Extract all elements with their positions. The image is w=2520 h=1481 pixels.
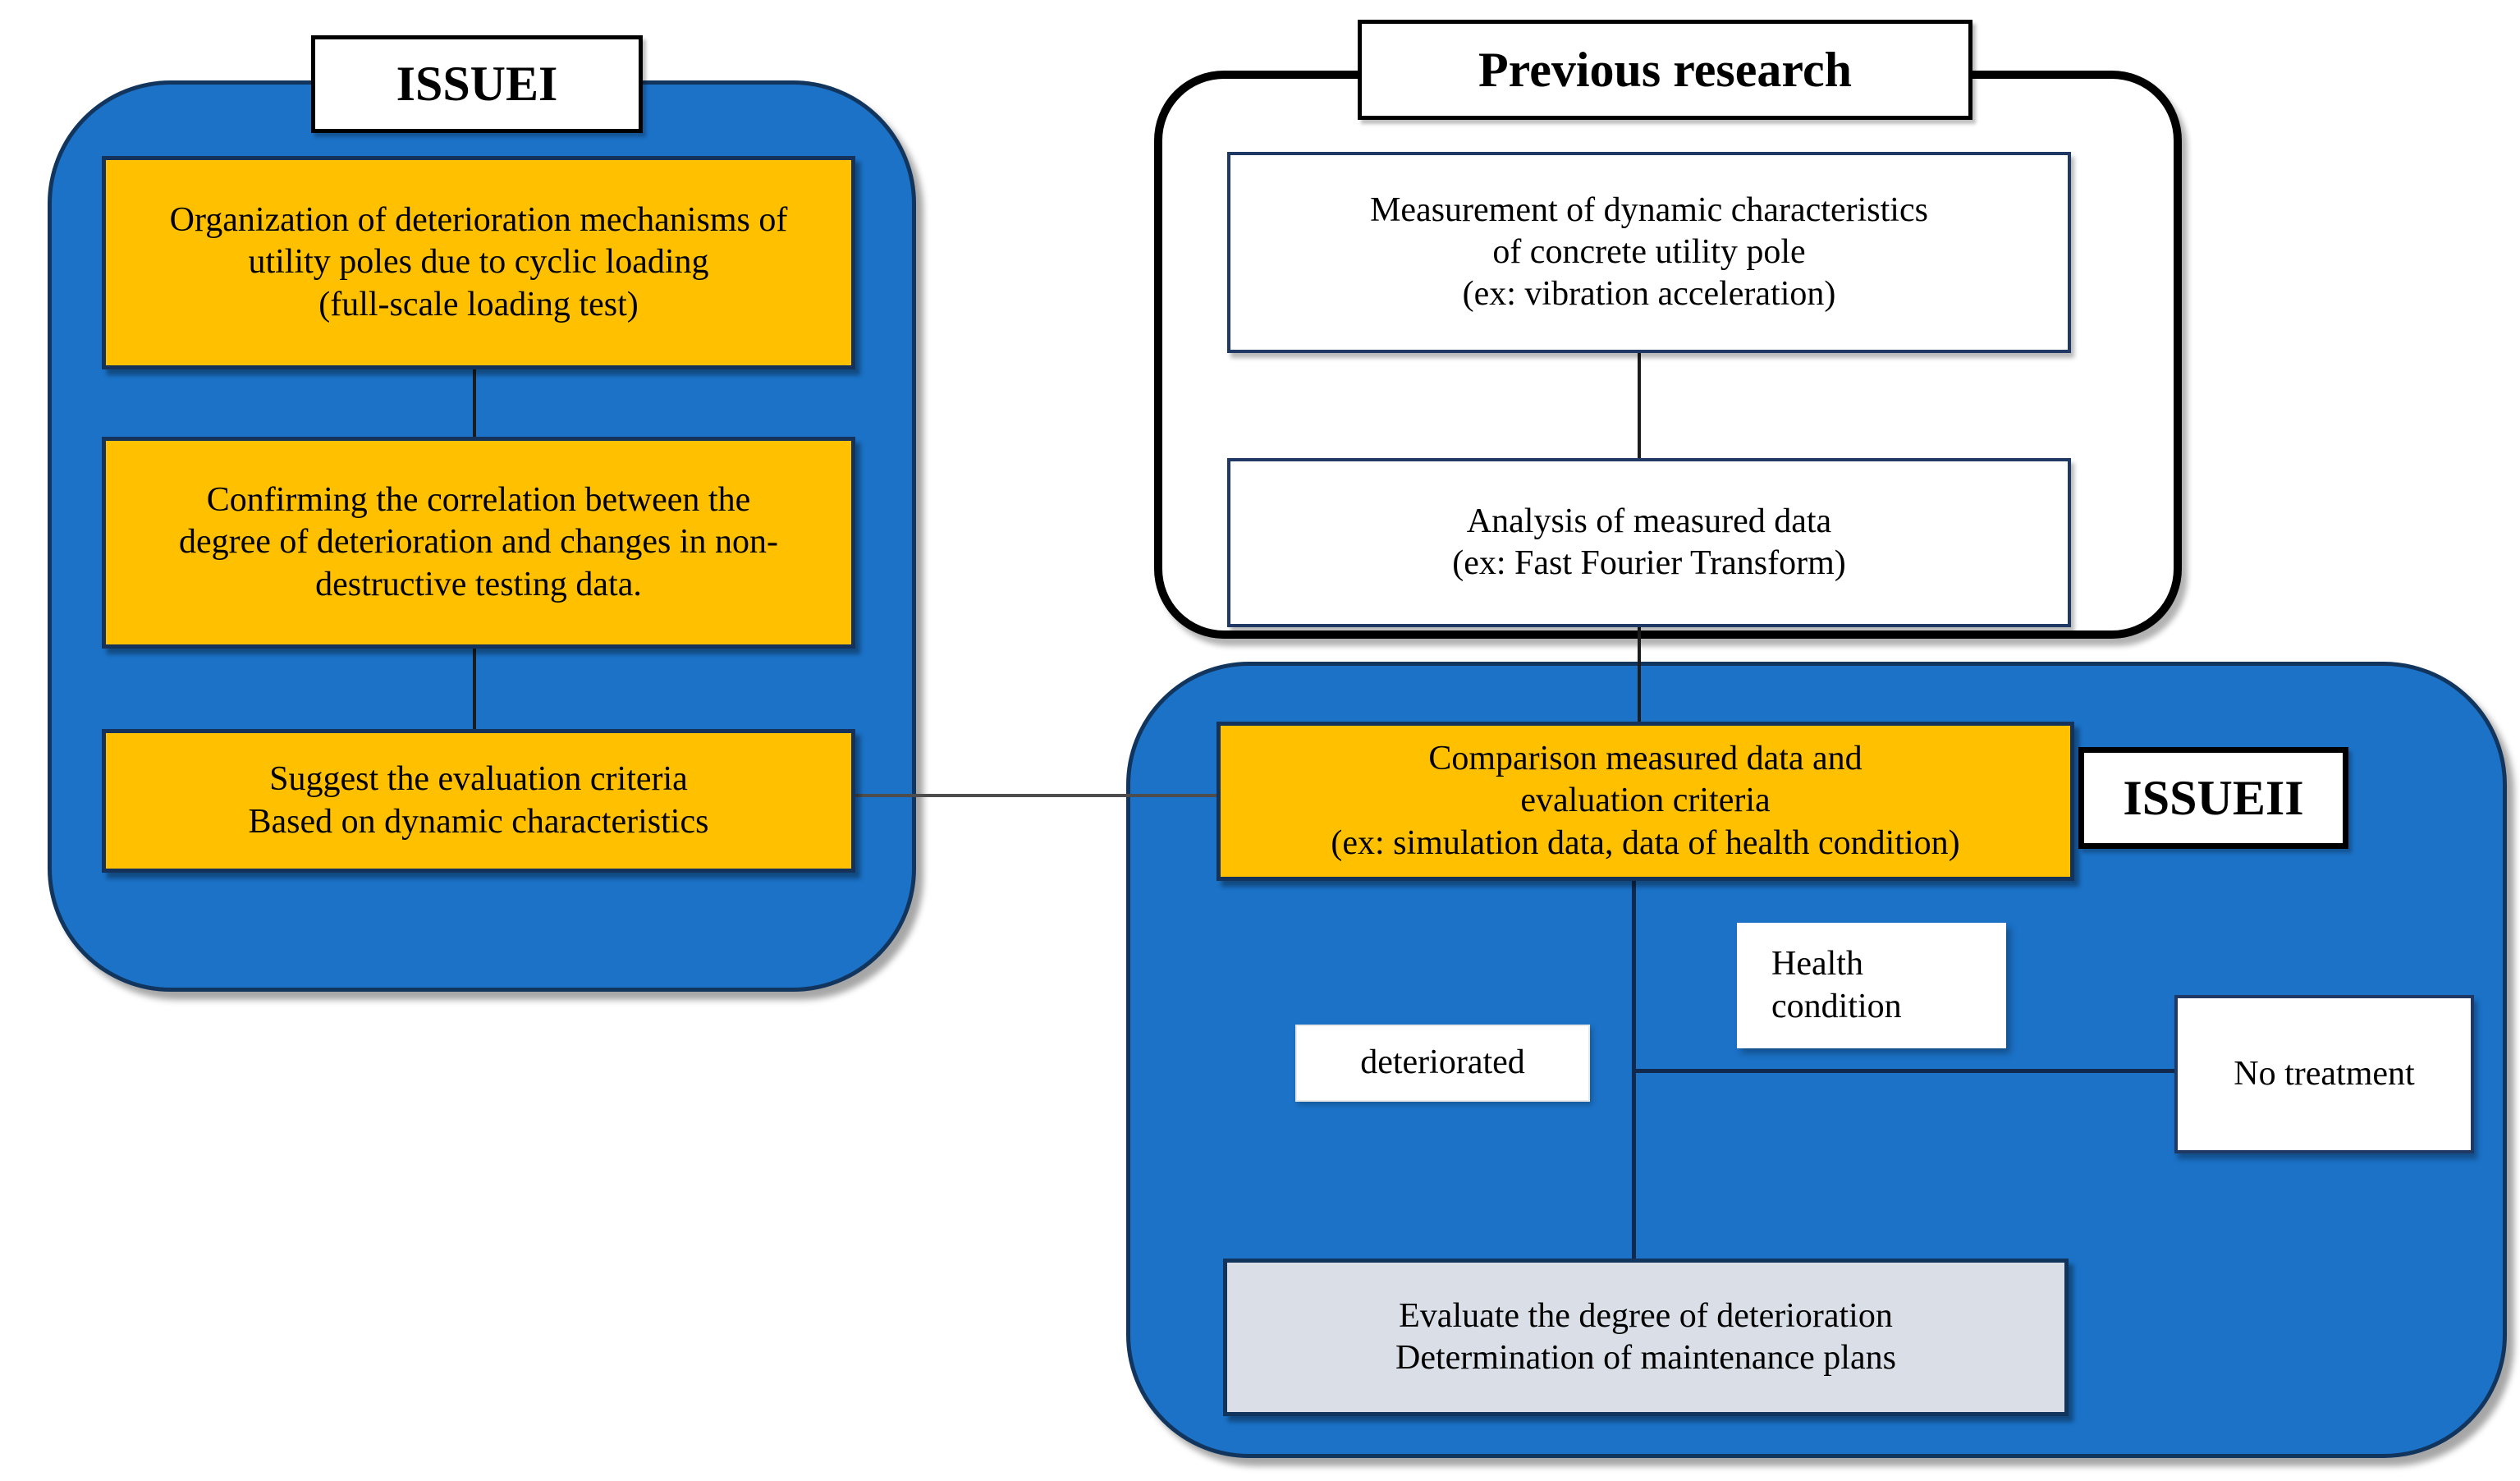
connector-confirming-to-suggest — [473, 640, 476, 731]
connector-branch-to-no-treatment — [1632, 1069, 2176, 1073]
connector-suggest-to-comparison — [846, 794, 1217, 797]
analysis-box: Analysis of measured data (ex: Fast Four… — [1227, 458, 2071, 627]
evaluate-box: Evaluate the degree of deterioration Det… — [1223, 1259, 2069, 1416]
connector-organization-to-confirming — [473, 361, 476, 438]
deteriorated-label: deteriorated — [1295, 1025, 1590, 1102]
no-treatment-label: No treatment — [2174, 995, 2474, 1153]
issue1-title: ISSUEI — [311, 35, 643, 133]
issue1-box-confirming: Confirming the correlation between the d… — [102, 437, 855, 649]
connector-analysis-to-comparison — [1638, 619, 1641, 723]
issue2-box-comparison: Comparison measured data and evaluation … — [1216, 722, 2074, 881]
issue1-box-suggest: Suggest the evaluation criteria Based on… — [102, 729, 855, 873]
issue2-title: ISSUEII — [2078, 747, 2348, 849]
connector-measurement-to-analysis — [1638, 345, 1641, 460]
issue1-box-organization: Organization of deterioration mechanisms… — [102, 156, 855, 369]
previous-research-title: Previous research — [1358, 20, 1972, 120]
health-condition-label: Health condition — [1737, 923, 2006, 1048]
connector-comparison-to-evaluate — [1632, 871, 1636, 1260]
measurement-box: Measurement of dynamic characteristics o… — [1227, 152, 2071, 353]
